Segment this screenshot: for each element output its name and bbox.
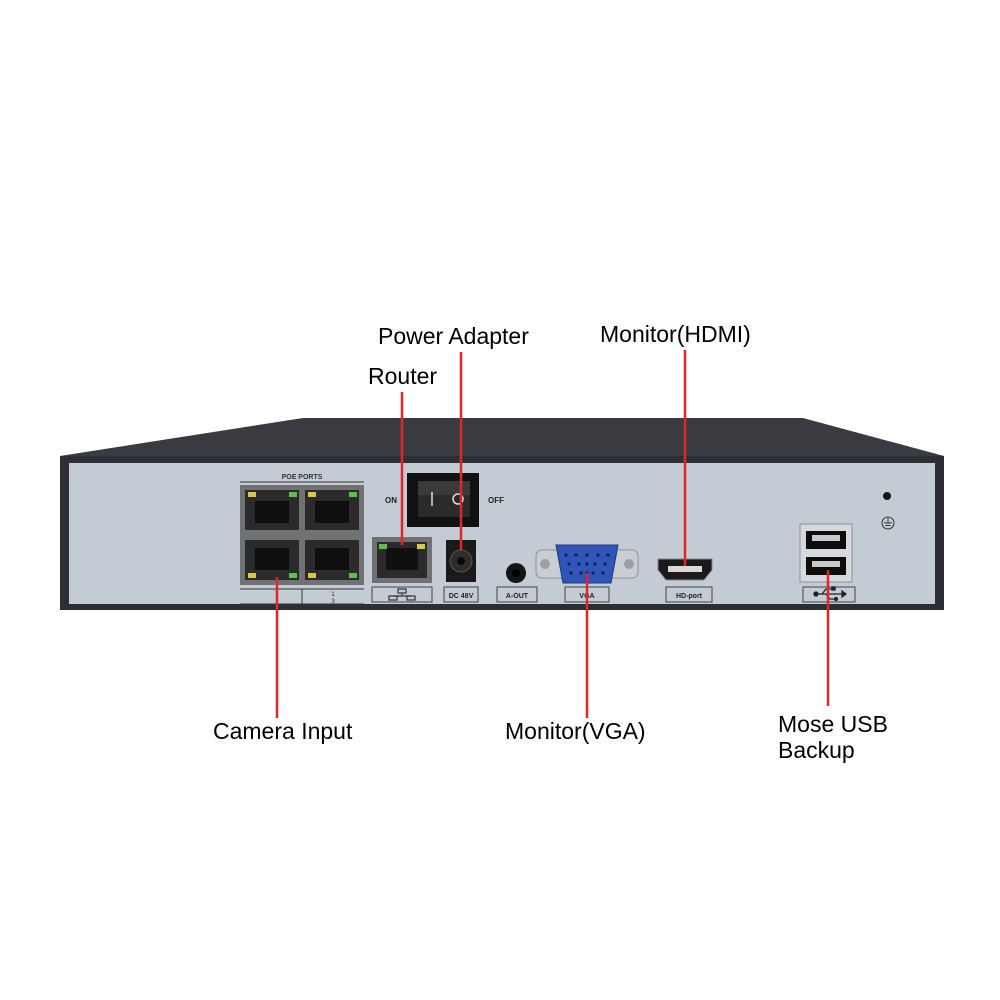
switch-off-label: OFF	[488, 496, 504, 505]
port-number-1: 1	[331, 592, 335, 598]
rear-panel	[69, 463, 935, 604]
led-green	[349, 573, 357, 578]
callout-router: Router	[368, 363, 438, 389]
callout-camera-input: Camera Input	[213, 718, 353, 744]
chassis-top	[60, 418, 944, 456]
callout-power-adapter: Power Adapter	[378, 323, 529, 349]
led-green	[289, 573, 297, 578]
poe-port-grid	[240, 485, 364, 585]
led-yellow	[248, 492, 256, 497]
poe-port-4[interactable]	[305, 540, 359, 580]
power-switch[interactable]	[407, 473, 479, 527]
ground-icon	[881, 516, 895, 530]
poe-port-2[interactable]	[305, 490, 359, 530]
callout-monitor-hdmi: Monitor(HDMI)	[600, 321, 751, 347]
vga-port[interactable]	[535, 544, 639, 584]
led-yellow	[248, 573, 256, 578]
poe-port-3[interactable]	[245, 540, 299, 580]
port-number-3: 3	[331, 599, 335, 605]
hdmi-port[interactable]	[657, 558, 713, 581]
led-green	[289, 492, 297, 497]
callout-usb-line2: Backup	[778, 737, 855, 763]
callout-monitor-vga: Monitor(VGA)	[505, 718, 646, 744]
usb-ports[interactable]	[799, 523, 853, 583]
callout-lines	[275, 350, 830, 718]
audio-out-jack[interactable]	[506, 563, 526, 583]
poe-header: POE PORTS	[282, 474, 323, 481]
switch-on-label: ON	[385, 496, 397, 505]
callout-usb-line1: Mose USB	[778, 711, 888, 737]
led-yellow	[308, 492, 316, 497]
hdmi-label: HD-port	[676, 593, 703, 600]
led-green	[349, 492, 357, 497]
aout-label: A-OUT	[506, 593, 529, 600]
led-yellow	[308, 573, 316, 578]
dc-label: DC 48V	[449, 593, 474, 600]
poe-port-1[interactable]	[245, 490, 299, 530]
network-icon	[388, 588, 416, 601]
reset-hole[interactable]	[883, 492, 891, 500]
